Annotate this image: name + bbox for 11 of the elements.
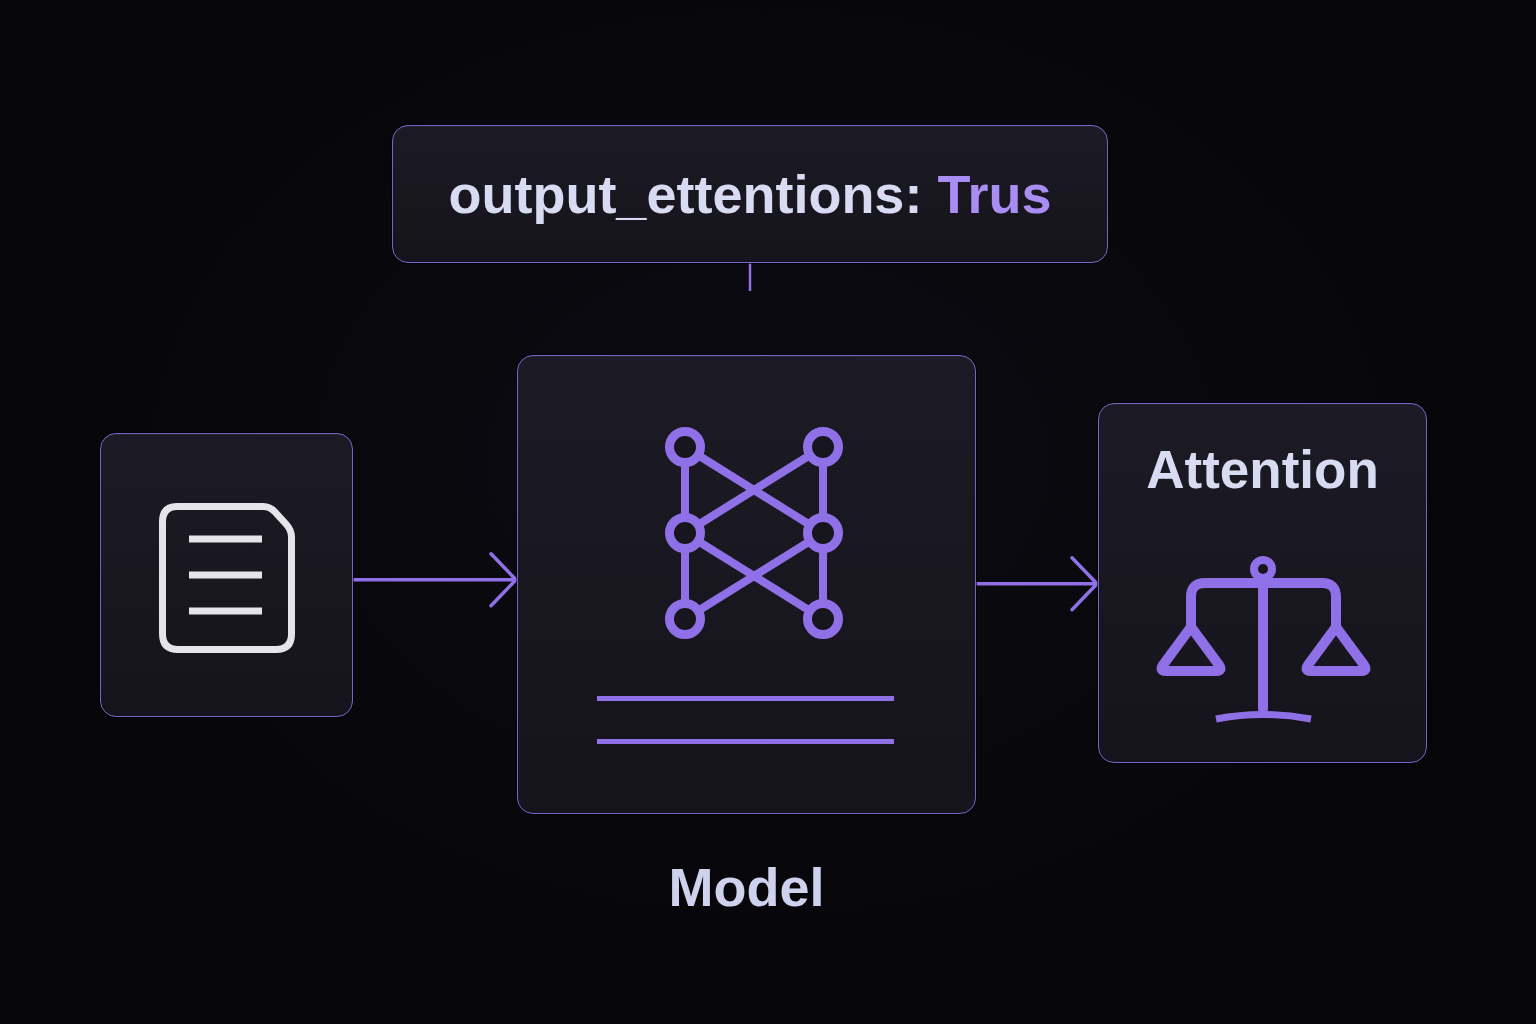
attention-card [1098,403,1427,763]
card-title: Attention [1146,440,1379,501]
node-caption: Model [668,856,825,919]
config-box [392,125,1108,263]
connector-line [748,263,752,291]
parameter-name: output_ettentions: [448,162,923,226]
arrow [976,556,1099,612]
arrow [353,552,518,608]
parameter-value: Trus [937,162,1052,226]
document-card [100,433,353,717]
model-card [517,355,976,814]
